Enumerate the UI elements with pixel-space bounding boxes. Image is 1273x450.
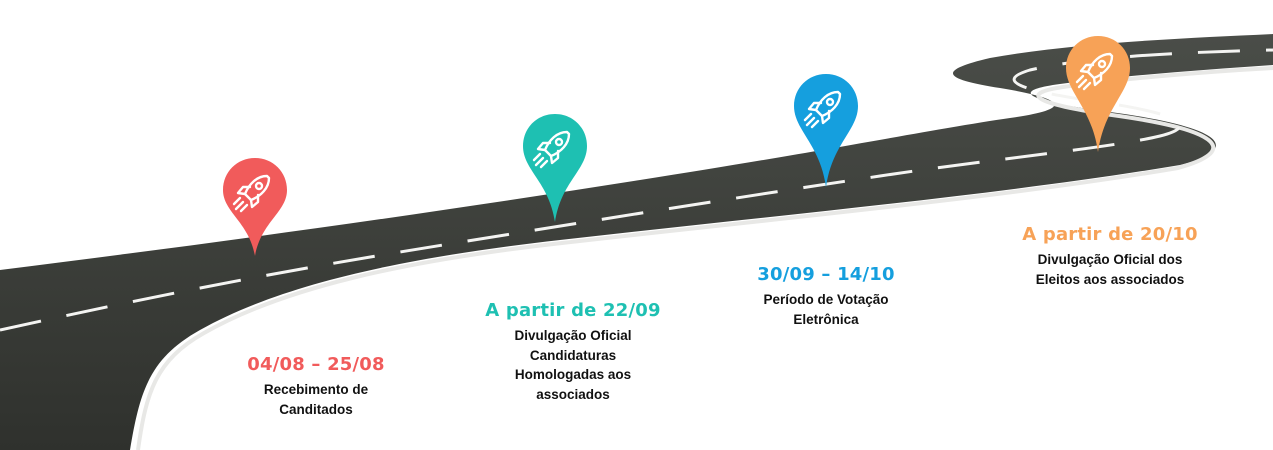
milestone-3-line-2: Eletrônica [793,311,859,327]
milestone-3-pin [792,72,860,187]
milestone-1-pin [221,156,289,256]
rocket-icon [532,130,571,169]
rocket-icon [232,174,271,213]
milestone-3-line-1: Período de Votação [763,292,889,307]
milestone-2-pin [521,112,589,222]
milestone-1-line-1: Recebimento de [263,382,369,397]
milestone-3-caption: 30/09 – 14/10 Período de Votação Eletrôn… [757,264,894,329]
milestone-1-date: 04/08 – 25/08 [247,354,385,375]
milestone-4-line-2: Eleitos aos associados [1035,271,1185,287]
milestone-2-line-1: Divulgação Oficial [514,328,632,343]
milestone-1-caption: 04/08 – 25/08 Recebimento de Canditados [247,354,384,419]
rocket-icon [803,90,842,129]
road-center-line [0,48,1273,332]
milestone-1-line-2: Canditados [279,401,353,417]
milestone-2-line-4: associados [536,386,610,402]
milestone-4-pin [1064,34,1132,152]
rocket-icon [1075,52,1114,91]
milestone-4-line-1: Divulgação Oficial dos [1037,252,1183,267]
milestone-4-date: A partir de 20/10 [1022,224,1198,245]
road-edge-line [136,66,1273,450]
milestone-2-date: A partir de 22/09 [485,300,661,321]
milestone-2-line-2: Candidaturas [529,347,617,363]
milestone-3-date: 30/09 – 14/10 [757,264,895,285]
milestone-2-caption: A partir de 22/09 Divulgação Oficial Can… [485,300,660,404]
road-surface [0,34,1273,450]
milestone-4-caption: A partir de 20/10 Divulgação Oficial dos… [1022,224,1197,289]
milestone-2-line-3: Homologadas aos [514,367,632,382]
